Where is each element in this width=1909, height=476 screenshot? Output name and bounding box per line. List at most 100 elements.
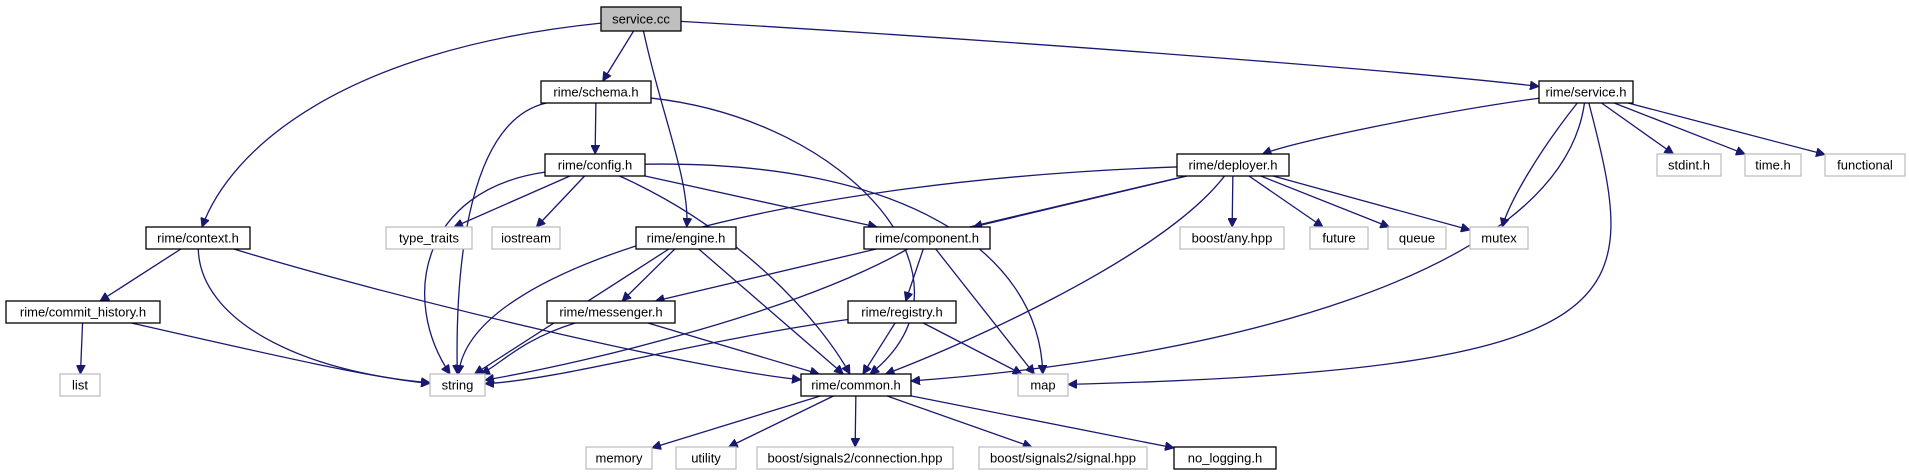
edge-service-cc-to-context-h xyxy=(202,22,602,227)
edge-commit-history-h-to-list xyxy=(80,322,82,374)
edge-service-h-to-time-h xyxy=(1613,102,1745,154)
edge-config-h-to-string xyxy=(424,171,546,374)
node-mutex: mutex xyxy=(1469,226,1529,250)
edge-deployer-h-to-boost-any xyxy=(1232,175,1233,227)
node-registry-h[interactable]: rime/registry.h xyxy=(847,300,957,324)
node-box xyxy=(1173,446,1277,470)
node-component-h[interactable]: rime/component.h xyxy=(863,226,991,250)
node-label: time.h xyxy=(1755,158,1790,173)
node-label: mutex xyxy=(1481,231,1517,246)
node-label: future xyxy=(1322,231,1355,246)
edge-schema-h-to-common-h xyxy=(650,97,916,374)
edge-registry-h-to-string xyxy=(485,318,849,383)
node-type-traits: type_traits xyxy=(385,226,473,250)
node-box xyxy=(1538,80,1634,104)
edge-registry-h-to-map xyxy=(922,322,1022,375)
node-label: boost/signals2/signal.hpp xyxy=(990,451,1136,466)
node-stdint-h: stdint.h xyxy=(1656,153,1722,177)
edge-common-h-to-signal-hpp xyxy=(886,395,1032,447)
node-label: memory xyxy=(596,451,643,466)
node-label: stdint.h xyxy=(1668,158,1710,173)
node-box xyxy=(585,446,653,470)
node-box xyxy=(546,300,676,324)
node-box xyxy=(540,80,652,104)
node-label: rime/component.h xyxy=(875,231,979,246)
node-schema-h[interactable]: rime/schema.h xyxy=(540,80,652,104)
node-box xyxy=(1744,153,1802,177)
node-box xyxy=(1309,226,1369,250)
node-string: string xyxy=(429,373,486,397)
node-box xyxy=(59,373,101,397)
node-config-h[interactable]: rime/config.h xyxy=(544,153,646,177)
node-label: rime/schema.h xyxy=(553,85,638,100)
node-box xyxy=(1469,226,1529,250)
node-service-cc[interactable]: service.cc xyxy=(600,6,682,32)
node-list: list xyxy=(59,373,101,397)
edge-context-h-to-common-h xyxy=(233,248,801,380)
edge-service-h-to-deployer-h xyxy=(1262,97,1540,154)
edge-service-h-to-stdint-h xyxy=(1601,102,1674,154)
node-label: queue xyxy=(1399,231,1435,246)
edge-config-h-to-map xyxy=(644,163,1043,374)
node-label: rime/messenger.h xyxy=(559,305,662,320)
nodes-layer: service.cc rime/context.h rime/schema.h rim… xyxy=(5,6,1906,470)
node-map: map xyxy=(1017,373,1069,397)
node-box xyxy=(847,300,957,324)
node-deployer-h[interactable]: rime/deployer.h xyxy=(1176,153,1290,177)
node-label: rime/common.h xyxy=(811,378,901,393)
edge-config-h-to-common-h xyxy=(619,175,851,374)
node-box xyxy=(1017,373,1069,397)
node-label: list xyxy=(72,378,88,393)
edge-deployer-h-to-future xyxy=(1248,175,1323,227)
node-signal-hpp: boost/signals2/signal.hpp xyxy=(978,446,1148,470)
node-iostream: iostream xyxy=(491,226,561,250)
node-messenger-h[interactable]: rime/messenger.h xyxy=(546,300,676,324)
edge-common-h-to-no-logging-h xyxy=(910,395,1174,448)
node-box xyxy=(756,446,954,470)
node-box xyxy=(385,226,473,250)
edge-context-h-to-string xyxy=(197,248,430,383)
edge-service-h-to-map xyxy=(1068,102,1612,384)
edge-schema-h-to-config-h xyxy=(595,102,596,154)
edge-service-cc-to-service-h xyxy=(680,20,1539,86)
node-label: map xyxy=(1030,378,1055,393)
node-no-logging-h[interactable]: no_logging.h xyxy=(1173,446,1277,470)
edge-deployer-h-to-string xyxy=(459,166,1178,374)
edge-config-h-to-type-traits xyxy=(454,175,571,227)
edge-component-h-to-map xyxy=(935,248,1035,374)
node-label: utility xyxy=(691,451,721,466)
edge-service-h-to-mutex xyxy=(1502,102,1578,227)
node-label: type_traits xyxy=(399,231,459,246)
edge-component-h-to-registry-h xyxy=(906,248,924,301)
node-context-h[interactable]: rime/context.h xyxy=(145,226,251,250)
edge-schema-h-to-string xyxy=(457,102,547,374)
node-label: rime/service.h xyxy=(1546,85,1627,100)
node-label: rime/deployer.h xyxy=(1189,158,1278,173)
node-box xyxy=(635,226,737,250)
node-box xyxy=(1387,226,1447,250)
node-service-h[interactable]: rime/service.h xyxy=(1538,80,1634,104)
node-box xyxy=(675,446,737,470)
node-commit-history-h[interactable]: rime/commit_history.h xyxy=(5,300,161,324)
node-common-h[interactable]: rime/common.h xyxy=(800,373,912,397)
node-label: boost/any.hpp xyxy=(1192,231,1273,246)
edge-service-cc-to-engine-h xyxy=(642,30,687,227)
edge-common-h-to-connection-hpp xyxy=(855,395,856,447)
node-box xyxy=(1179,226,1285,250)
node-box xyxy=(145,226,251,250)
edge-config-h-to-component-h xyxy=(644,175,877,227)
node-box xyxy=(1656,153,1722,177)
node-box xyxy=(544,153,646,177)
edge-commit-history-h-to-string xyxy=(131,322,430,383)
node-box xyxy=(1176,153,1290,177)
node-engine-h[interactable]: rime/engine.h xyxy=(635,226,737,250)
node-label: rime/context.h xyxy=(157,231,239,246)
node-functional: functional xyxy=(1824,153,1906,177)
edge-deployer-h-to-mutex xyxy=(1272,175,1470,230)
node-label: rime/commit_history.h xyxy=(20,305,146,320)
edge-registry-h-to-common-h xyxy=(862,322,896,374)
edge-common-h-to-utility xyxy=(729,395,834,448)
node-box xyxy=(800,373,912,397)
node-label: rime/registry.h xyxy=(861,305,942,320)
